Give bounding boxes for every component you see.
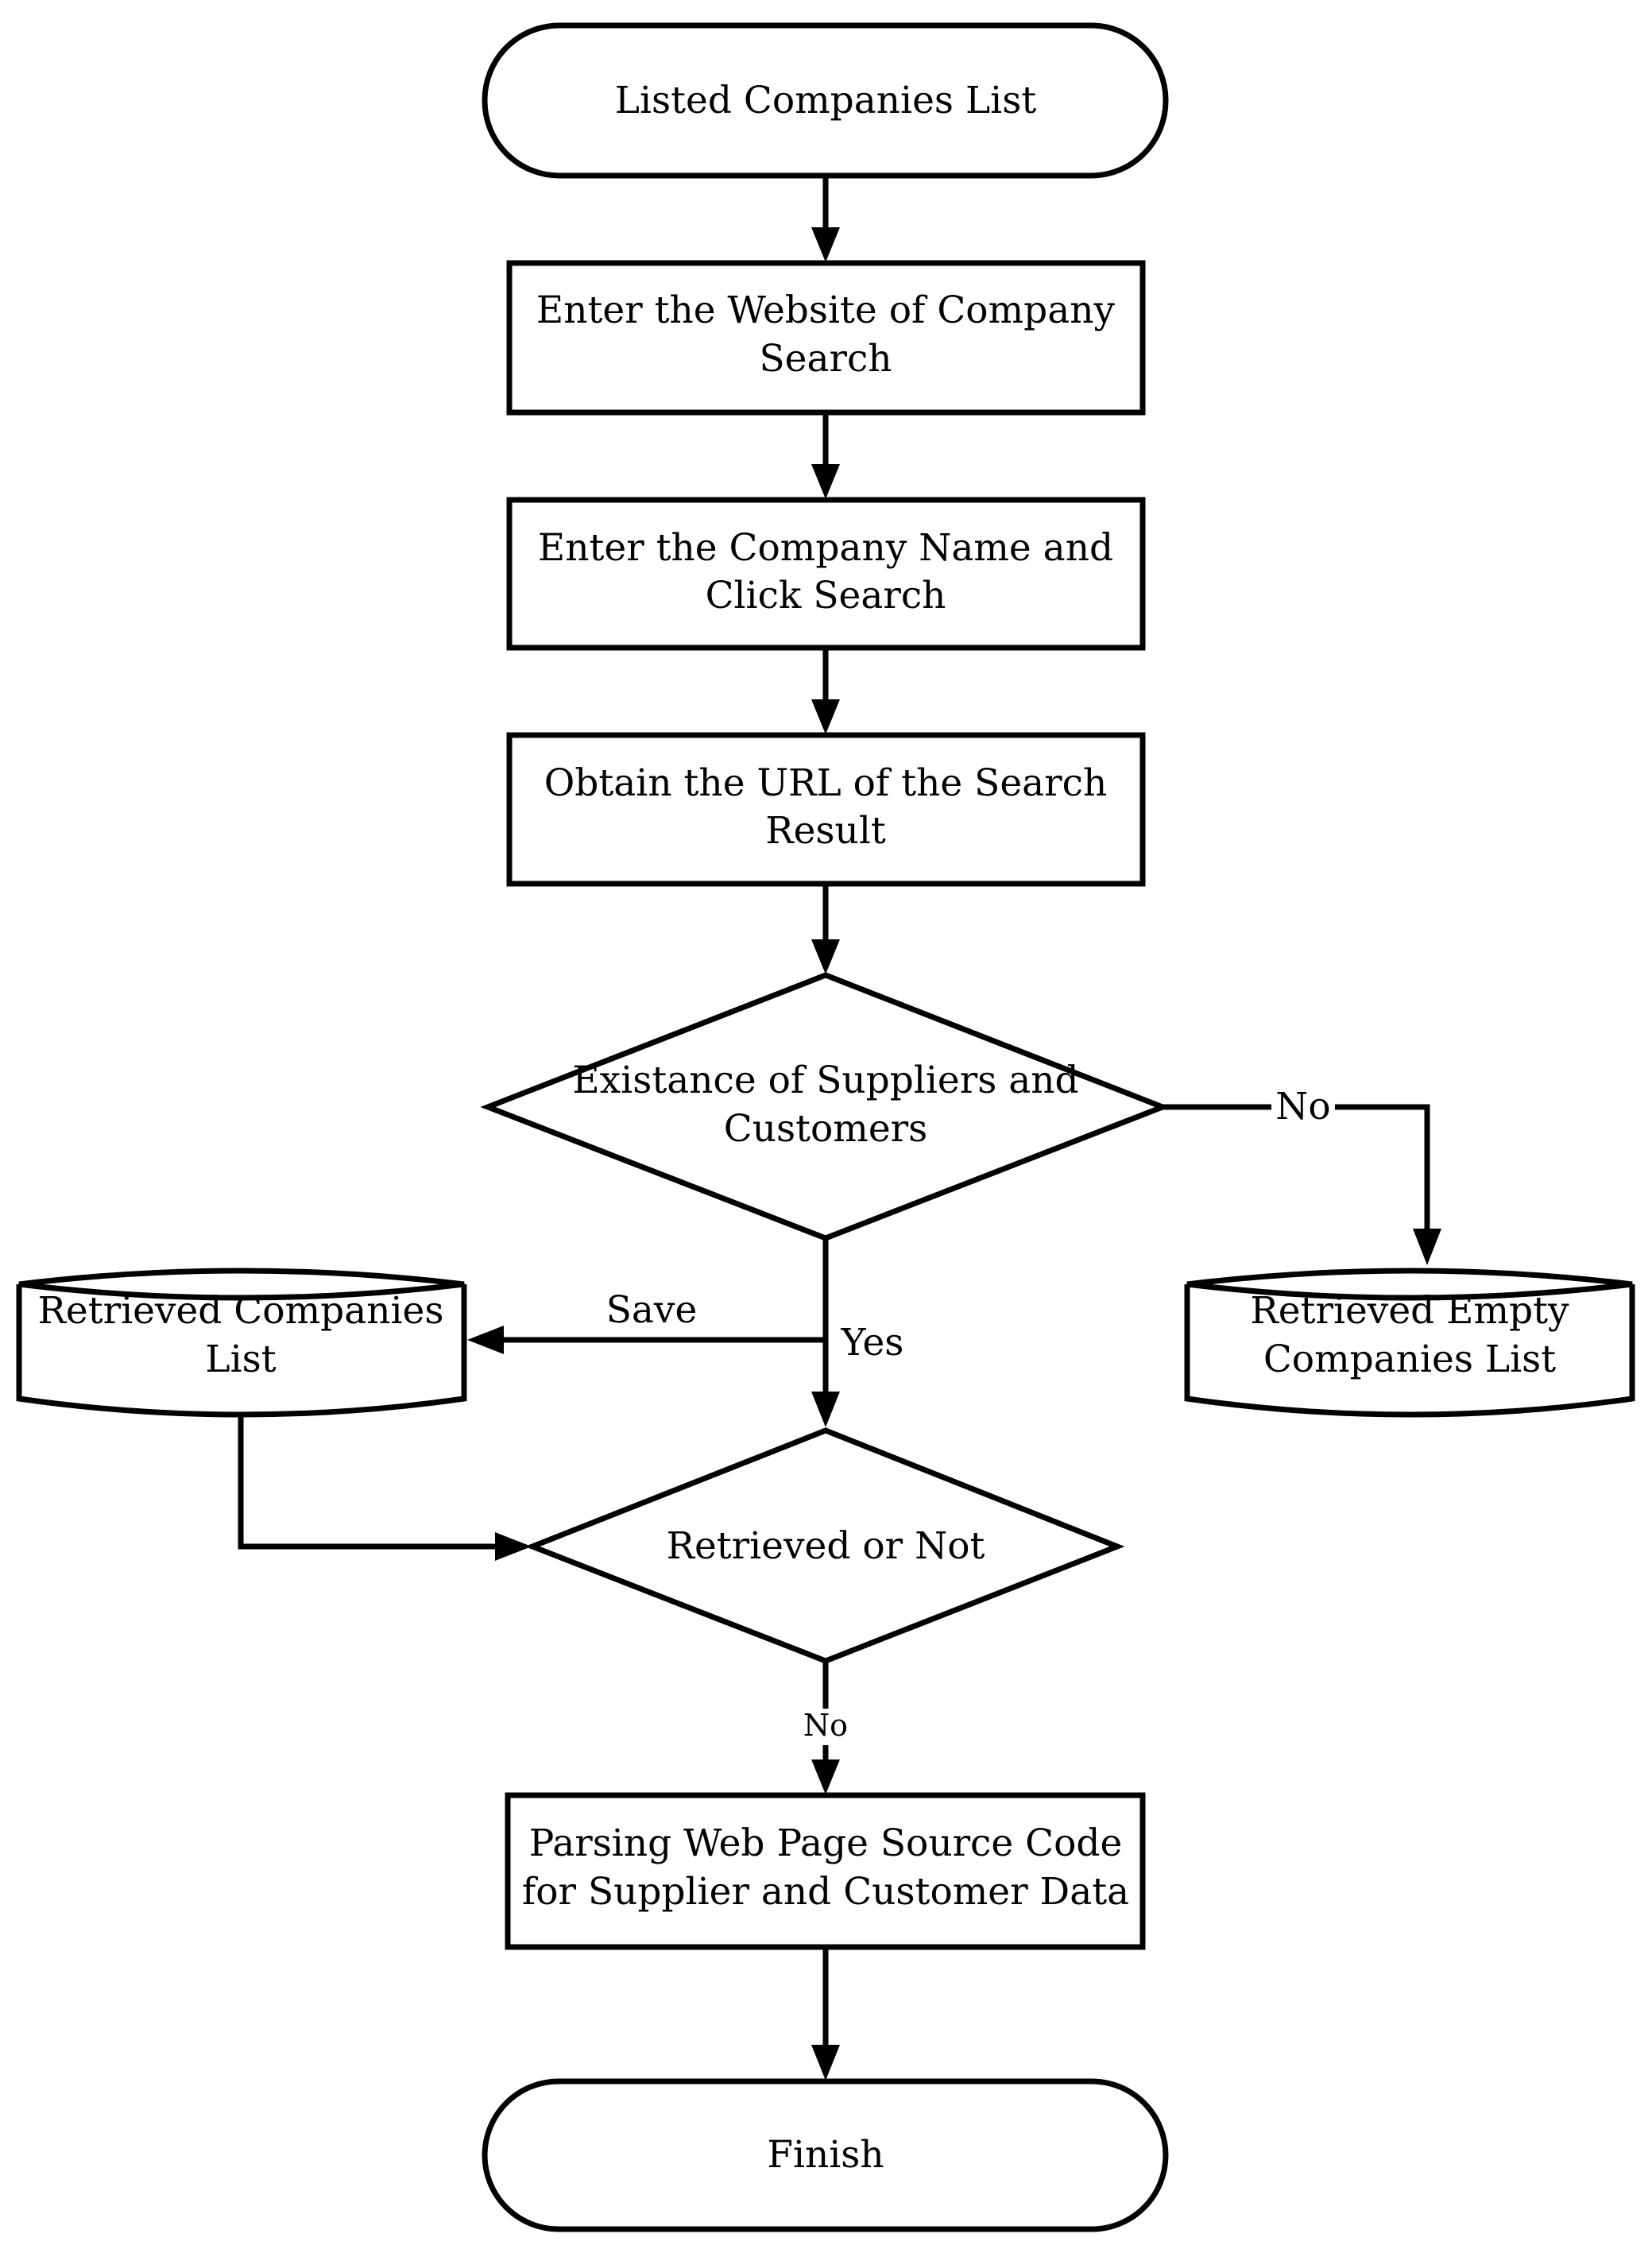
- node-store-empty-line1: Retrieved Empty: [1250, 1289, 1569, 1333]
- node-decision2-label: Retrieved or Not: [667, 1524, 985, 1568]
- node-step1-line2: Search: [759, 337, 892, 381]
- node-decision1-line2: Customers: [724, 1107, 928, 1151]
- process-box: [506, 260, 1146, 416]
- edge-label-bg: [1271, 1087, 1335, 1127]
- node-step4-line2: for Supplier and Customer Data: [522, 1870, 1129, 1914]
- edge-label-no-right: No: [1275, 1085, 1330, 1128]
- node-start-label: Listed Companies List: [615, 79, 1037, 122]
- node-store-retrieved: Retrieved Companies List: [16, 1268, 467, 1418]
- storage-shape-top: [18, 1268, 465, 1301]
- node-finish-label: Finish: [767, 2133, 884, 2177]
- arrowhead: [811, 227, 840, 262]
- arrowhead: [495, 1532, 532, 1561]
- node-step1-line1: Enter the Website of Company: [536, 288, 1116, 332]
- arrowhead: [811, 2045, 840, 2081]
- connectors: [238, 176, 1441, 2081]
- storage-shape: [1184, 1284, 1635, 1418]
- edge-store-to-decision2: [238, 1415, 498, 1550]
- arrowhead: [811, 1392, 840, 1427]
- storage-shape: [16, 1284, 467, 1418]
- edge-labels: No Save Yes No: [606, 1085, 1335, 1745]
- node-decision2: Retrieved or Not: [524, 1427, 1125, 1664]
- node-finish: Finish: [482, 2078, 1169, 2232]
- node-step2-line2: Click Search: [706, 574, 946, 617]
- node-store-empty: Retrieved Empty Companies List: [1184, 1268, 1635, 1418]
- arrowhead: [467, 1326, 504, 1354]
- node-start: Listed Companies List: [482, 22, 1169, 179]
- terminator-shape: [482, 22, 1169, 179]
- node-step3: Obtain the URL of the Search Result: [506, 732, 1146, 887]
- arrowhead: [811, 464, 840, 499]
- process-box: [506, 497, 1146, 651]
- arrowhead: [1413, 1229, 1441, 1265]
- edge-label-save: Save: [606, 1288, 698, 1332]
- storage-shape-top: [1186, 1268, 1633, 1301]
- node-store-retrieved-line1: Retrieved Companies: [38, 1289, 444, 1333]
- edge-label-yes: Yes: [841, 1321, 904, 1365]
- decision-diamond: [524, 1427, 1125, 1664]
- node-step1: Enter the Website of Company Search: [506, 260, 1146, 416]
- terminator-shape: [482, 2078, 1169, 2232]
- arrowhead: [811, 699, 840, 734]
- node-step2: Enter the Company Name and Click Search: [506, 497, 1146, 651]
- node-store-empty-line2: Companies List: [1263, 1337, 1556, 1381]
- node-decision1-line1: Existance of Suppliers and: [572, 1059, 1078, 1102]
- arrowhead: [811, 939, 840, 974]
- decision-diamond: [480, 972, 1170, 1241]
- edge-label-no-down: No: [803, 1708, 848, 1743]
- node-decision1: Existance of Suppliers and Customers: [480, 972, 1170, 1241]
- node-step4: Parsing Web Page Source Code for Supplie…: [505, 1792, 1146, 1950]
- arrowhead: [811, 1759, 840, 1794]
- node-step2-line1: Enter the Company Name and: [538, 526, 1113, 570]
- edge-label-bg: [795, 1709, 857, 1745]
- node-store-retrieved-line2: List: [205, 1337, 276, 1381]
- edge-decision1-no: [1163, 1104, 1430, 1232]
- process-box: [506, 732, 1146, 887]
- node-step4-line1: Parsing Web Page Source Code: [529, 1821, 1123, 1865]
- process-box: [505, 1792, 1146, 1950]
- node-step3-line1: Obtain the URL of the Search: [544, 761, 1107, 805]
- node-step3-line2: Result: [765, 809, 886, 853]
